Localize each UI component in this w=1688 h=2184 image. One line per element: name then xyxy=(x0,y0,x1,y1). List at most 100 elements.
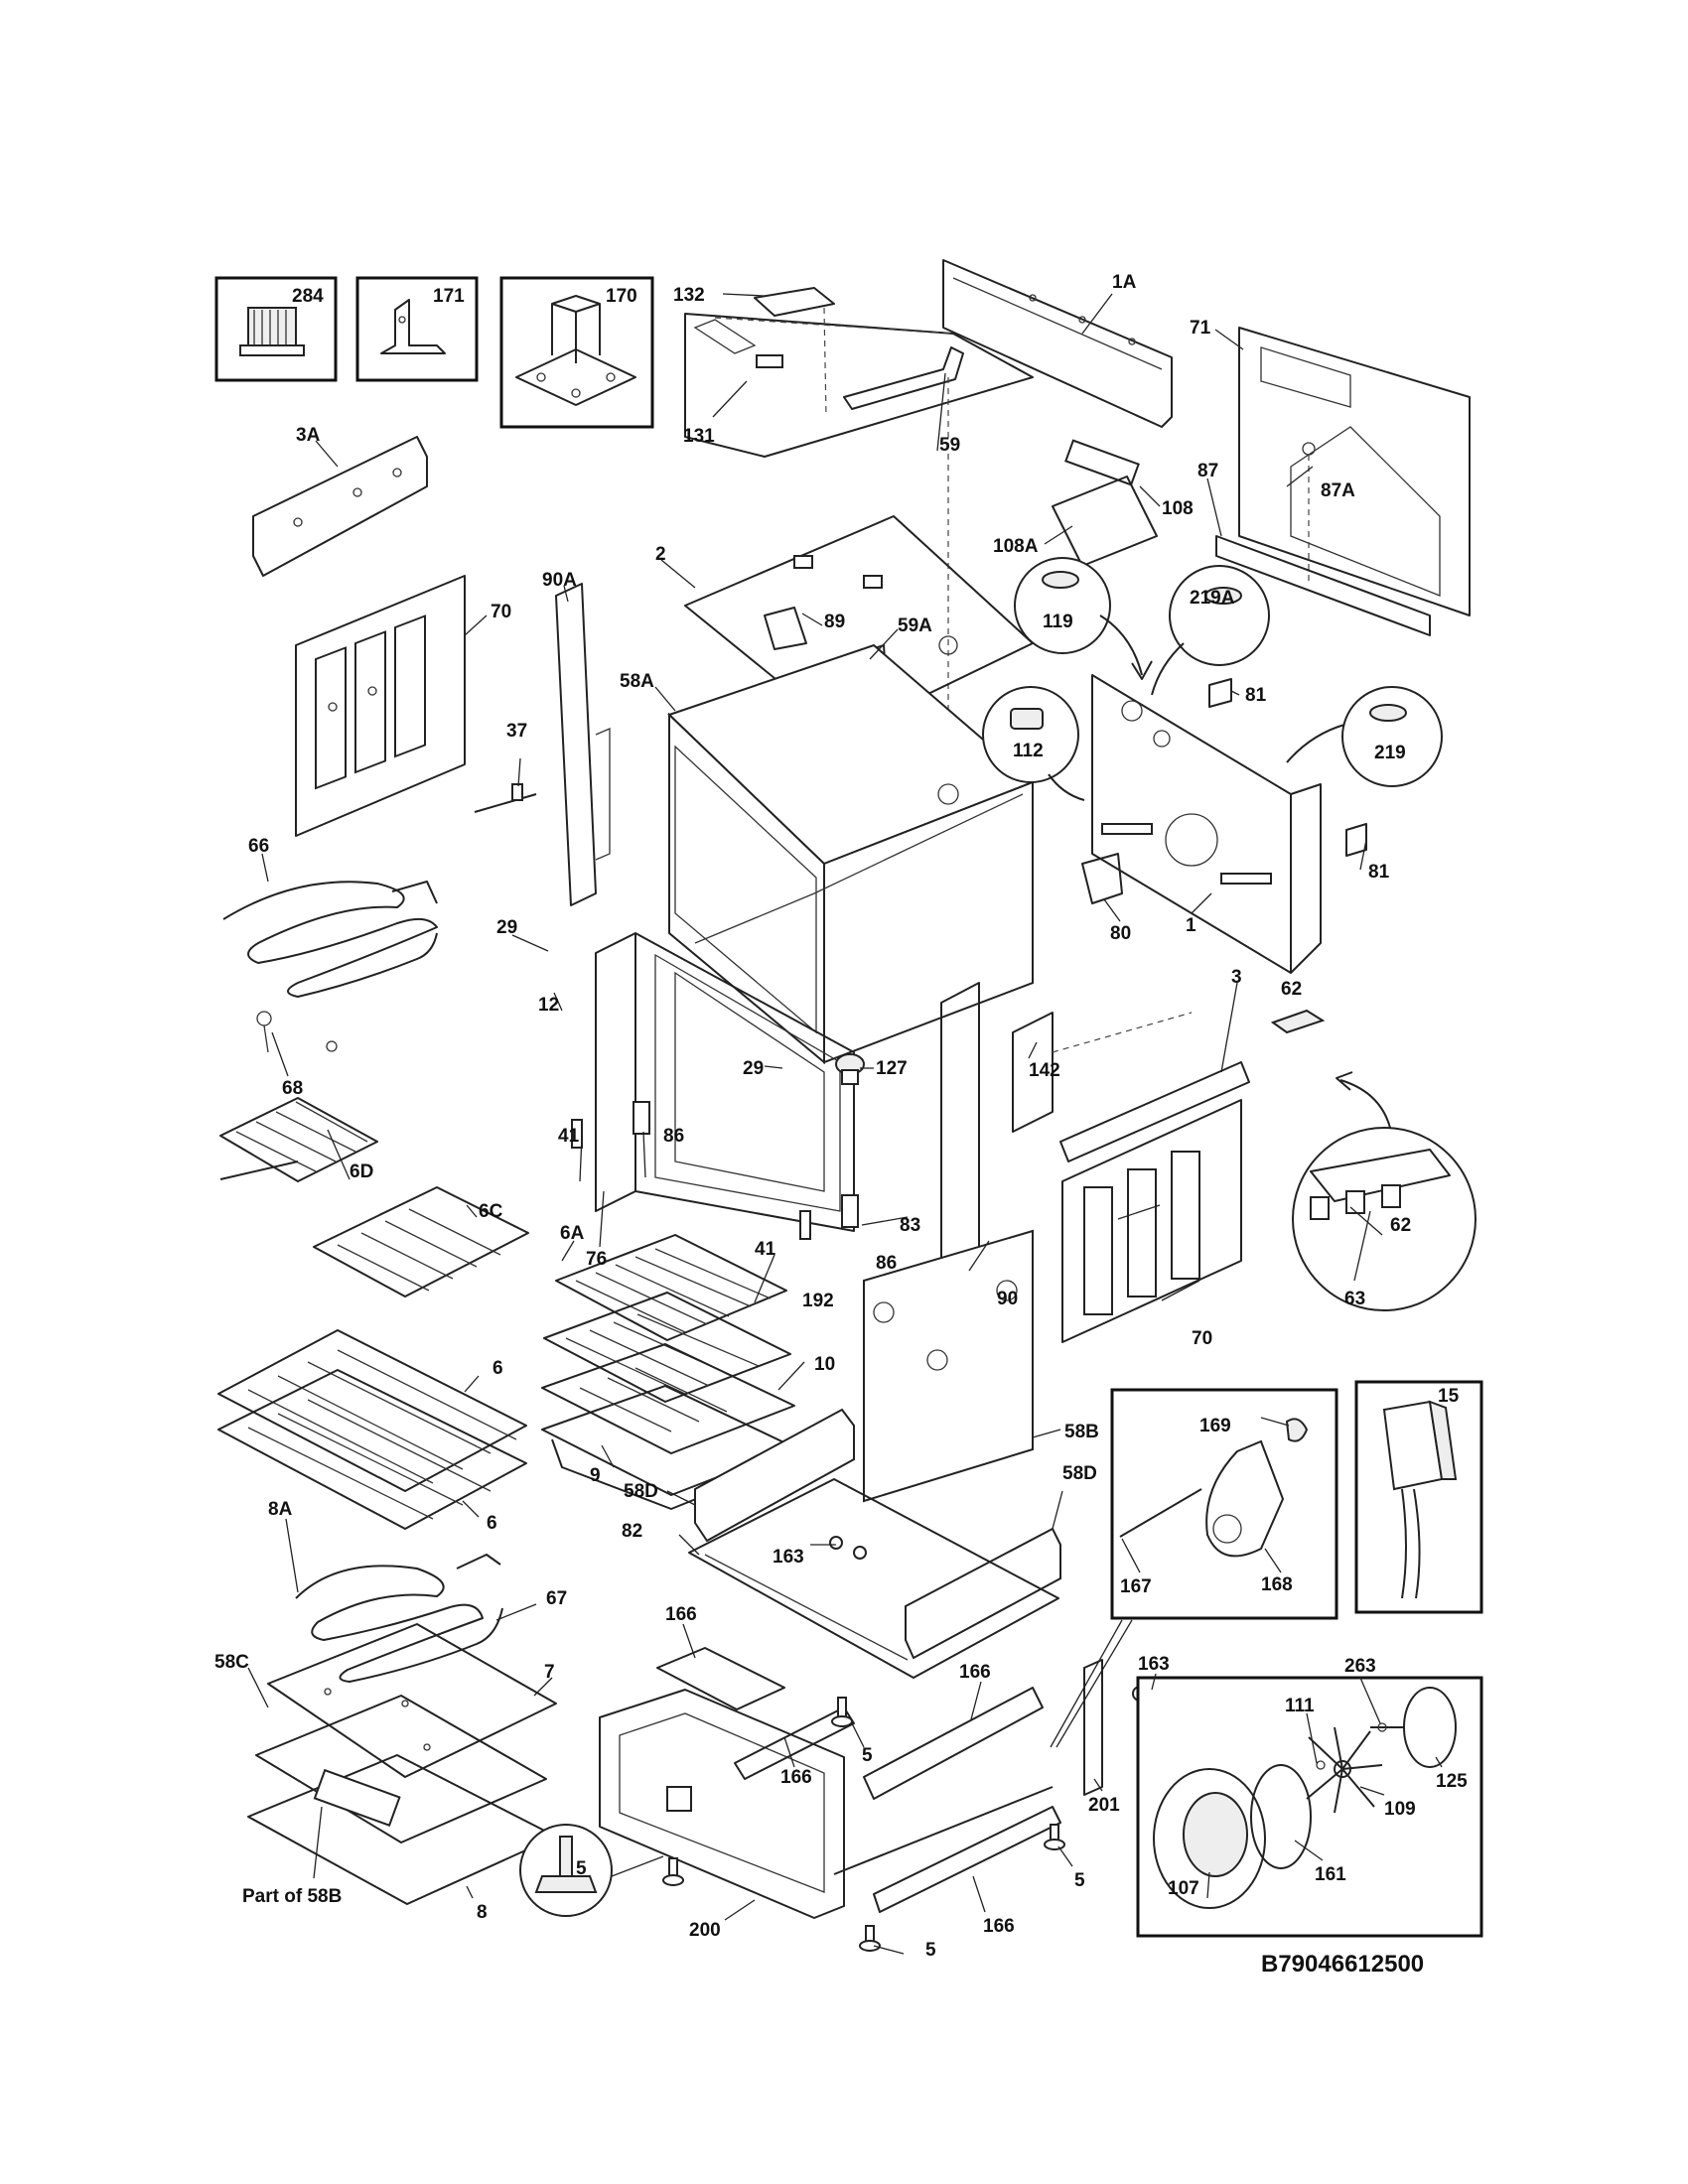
part-label: 6 xyxy=(492,1358,503,1379)
part-label: 167 xyxy=(1120,1576,1152,1597)
back-panel-1 xyxy=(1091,674,1322,974)
part-label: 169 xyxy=(1199,1416,1231,1436)
bake-element-66 xyxy=(222,881,438,998)
mounting-bracket-icon xyxy=(515,295,636,406)
rail-3 xyxy=(1059,1061,1250,1162)
light-socket-127 xyxy=(835,1053,865,1085)
part-label: 87A xyxy=(1321,480,1355,501)
part-label: 90 xyxy=(997,1289,1018,1309)
part-labels: 132 131 1A 71 3A 59 108 87 87A 108A 2 90… xyxy=(214,272,1468,1961)
part-label: 89 xyxy=(824,612,845,632)
part-label: 62 xyxy=(1281,979,1302,1000)
side-panel-70-left xyxy=(295,575,466,837)
bracket-80 xyxy=(1081,853,1123,904)
rack-192 xyxy=(543,1292,791,1403)
part-label: 112 xyxy=(1013,741,1044,761)
fan-shroud-161 xyxy=(1250,1764,1312,1869)
part-label: 70 xyxy=(1192,1328,1212,1349)
part-label: 81 xyxy=(1368,862,1390,883)
part-label: 15 xyxy=(1438,1386,1460,1407)
channel-142 xyxy=(1012,1012,1193,1133)
part-label: 163 xyxy=(773,1547,804,1568)
plate-132 xyxy=(754,287,835,418)
callout-circle-219 xyxy=(1286,686,1443,787)
terminal-block-62-small xyxy=(1270,1009,1326,1034)
part-label: 171 xyxy=(433,286,465,307)
callout-circle-62 xyxy=(1292,1071,1477,1311)
part-label: 2 xyxy=(655,544,666,565)
part-label: 81 xyxy=(1245,685,1267,706)
part-label: 284 xyxy=(292,286,324,307)
part-label: 161 xyxy=(1315,1864,1346,1885)
terminal-block-108 xyxy=(1052,439,1158,567)
part-label: 68 xyxy=(282,1078,303,1099)
part-label: 1 xyxy=(1186,915,1196,936)
part-label: 263 xyxy=(1344,1656,1376,1677)
part-label: 166 xyxy=(983,1916,1015,1937)
part-label: 109 xyxy=(1384,1799,1416,1820)
side-strip-90 xyxy=(940,982,980,1292)
part-label: 67 xyxy=(546,1588,567,1609)
panel-7 xyxy=(267,1623,557,1778)
clip-81-top xyxy=(1208,678,1232,708)
callout-circle-119 xyxy=(1014,557,1153,680)
bottom-rails-166 xyxy=(656,1647,1061,1913)
inset-box-convection-fan xyxy=(1136,1676,1483,1938)
part-label: 219 xyxy=(1374,743,1406,763)
part-label: 7 xyxy=(544,1662,555,1683)
part-label: 5 xyxy=(862,1745,873,1766)
inset-box-170: 170 xyxy=(499,276,654,429)
part-label: 166 xyxy=(780,1767,812,1788)
insulation-58C xyxy=(255,1695,547,1843)
part-label: 131 xyxy=(683,426,715,447)
back-insulation-58B xyxy=(863,1229,1034,1503)
part-label: 166 xyxy=(665,1604,697,1625)
part-label: 132 xyxy=(673,285,705,306)
part-label: 41 xyxy=(755,1239,776,1260)
leader-lines xyxy=(247,293,1443,1955)
insulation-58D-left xyxy=(694,1408,855,1543)
side-bracket-3A xyxy=(252,436,428,577)
part-label: 37 xyxy=(506,721,527,742)
part-of-58B-caption: Part of 58B xyxy=(242,1886,342,1907)
part-label: 6A xyxy=(560,1223,585,1244)
part-label: 5 xyxy=(925,1940,936,1961)
part-label: 119 xyxy=(1043,612,1073,632)
part-label: 6 xyxy=(487,1513,497,1534)
diagram-code: B79046612500 xyxy=(1261,1951,1424,1978)
rear-channel-1A xyxy=(942,259,1173,428)
part-label: 62 xyxy=(1390,1215,1411,1236)
rack-6-upper xyxy=(217,1329,527,1492)
side-panel-70-right xyxy=(1061,1099,1242,1343)
part-label: 63 xyxy=(1344,1289,1365,1309)
part-label: 5 xyxy=(1074,1870,1085,1891)
leveler-5-a xyxy=(831,1697,853,1727)
part-label: 29 xyxy=(743,1058,764,1079)
top-panel-131 xyxy=(684,313,1034,458)
part-label: 59 xyxy=(939,435,960,456)
part-label: 166 xyxy=(959,1662,991,1683)
part-label: 90A xyxy=(542,570,577,591)
part-label: 12 xyxy=(538,995,559,1016)
part-label: 80 xyxy=(1110,923,1131,944)
part-label: 10 xyxy=(814,1354,835,1375)
part-label: 142 xyxy=(1029,1060,1060,1081)
screw-68 xyxy=(256,1011,338,1053)
inset-box-lock-motor xyxy=(1050,1388,1338,1748)
part-label: 82 xyxy=(622,1521,642,1542)
part-label: 29 xyxy=(496,917,517,938)
insulation-58D-right xyxy=(905,1527,1061,1660)
hinges-86 xyxy=(571,1101,859,1240)
part-label: 41 xyxy=(558,1126,580,1147)
bottom-frame-82 xyxy=(688,1478,1059,1679)
part-label: 201 xyxy=(1088,1795,1120,1816)
part-label: 163 xyxy=(1138,1654,1170,1675)
part-label: 1A xyxy=(1112,272,1137,293)
part-label: 219A xyxy=(1190,588,1235,609)
broil-element-8A xyxy=(295,1554,503,1683)
part-label: 87 xyxy=(1197,461,1218,481)
part-label: 3 xyxy=(1231,967,1242,988)
inset-box-284: 284 xyxy=(214,276,338,382)
part-label: 107 xyxy=(1168,1878,1199,1899)
